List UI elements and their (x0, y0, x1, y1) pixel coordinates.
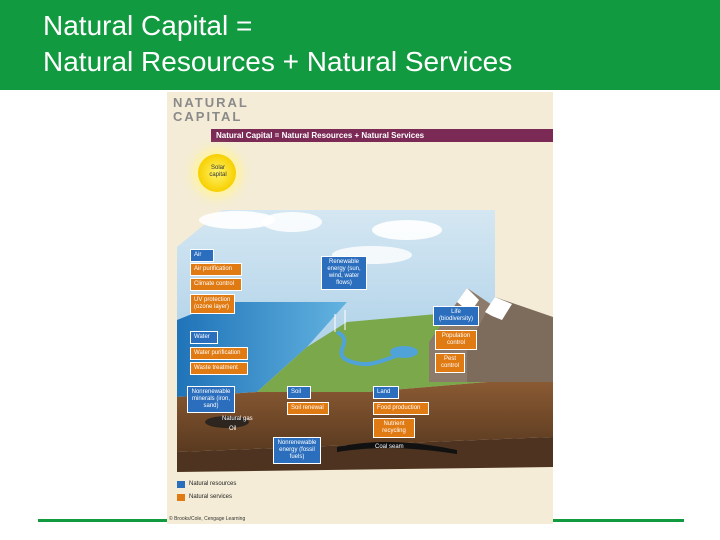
figure-heading: NATURAL CAPITAL (173, 95, 249, 124)
label-water: Water (190, 331, 218, 344)
solar-capital-label: Solar capital (209, 165, 227, 178)
label-waste-treatment: Waste treatment (190, 362, 248, 375)
mountain (467, 297, 553, 382)
cloud (262, 212, 322, 232)
sun (198, 154, 236, 192)
label-coal-seam: Coal seam (375, 444, 404, 450)
legend-resources-label: Natural resources (189, 481, 237, 487)
label-nutrient-recycling: Nutrient recycling (373, 418, 415, 438)
natural-capital-figure: NATURAL CAPITAL Natural Capital = Natura… (167, 92, 553, 524)
cloud (199, 211, 275, 229)
label-oil: Oil (229, 426, 237, 432)
label-air-purification: Air purification (190, 263, 242, 276)
mountain-snow (485, 297, 512, 320)
cloud (372, 220, 442, 240)
coal-seam (337, 441, 457, 454)
figure-credit: © Brooks/Cole, Cengage Learning (169, 516, 246, 522)
legend-services-swatch (177, 494, 185, 501)
underground (177, 437, 553, 472)
legend-services-label: Natural services (189, 494, 233, 500)
label-water-purification: Water purification (190, 347, 248, 360)
label-food-production: Food production (373, 402, 429, 415)
label-nonrenewable-energy: Nonrenewable energy (fossil fuels) (273, 437, 321, 464)
label-natural-gas: Natural gas (222, 416, 253, 422)
label-soil-renewal: Soil renewal (287, 402, 329, 415)
mountain-snow (457, 288, 479, 310)
label-uv-protection: UV protection (ozone layer) (190, 294, 235, 314)
footer-line-right (552, 519, 684, 522)
landscape-illustration (177, 210, 553, 472)
label-land: Land (373, 386, 399, 399)
label-life: Life (biodiversity) (433, 306, 479, 326)
slide-header: Natural Capital = Natural Resources + Na… (0, 0, 720, 90)
legend-resources-swatch (177, 481, 185, 488)
oil-deposit (205, 416, 249, 428)
label-population-control: Population control (435, 330, 477, 350)
label-nonrenewable-minerals: Nonrenewable minerals (iron, sand) (187, 386, 235, 413)
footer-line-left (38, 519, 168, 522)
river (335, 330, 403, 367)
figure-banner: Natural Capital = Natural Resources + Na… (211, 129, 553, 142)
slide-title: Natural Capital = Natural Resources + Na… (43, 10, 513, 77)
label-pest-control: Pest control (435, 353, 465, 373)
lake (390, 346, 418, 358)
label-air: Air (190, 249, 214, 262)
label-soil: Soil (287, 386, 311, 399)
soil-layer (177, 382, 553, 452)
label-renewable-energy: Renewable energy (sun, wind, water flows… (321, 256, 367, 290)
label-climate-control: Climate control (190, 278, 242, 291)
